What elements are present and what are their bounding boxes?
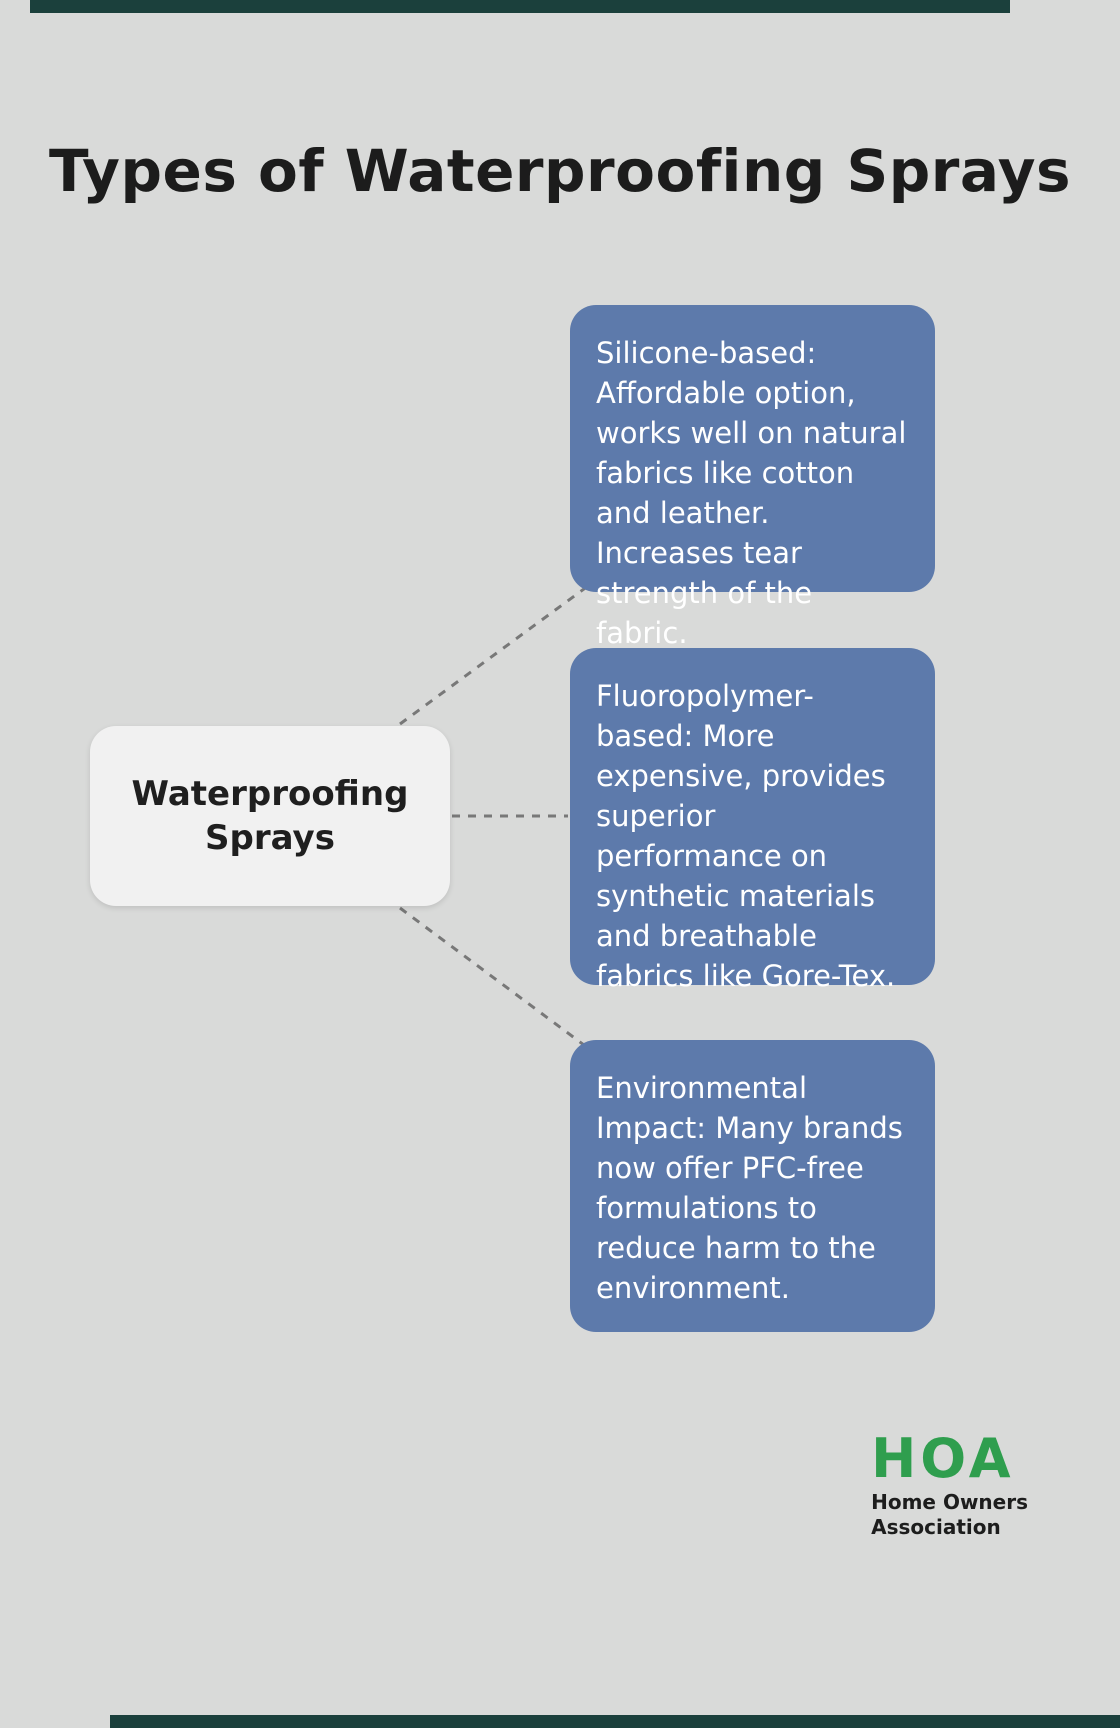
node-fluoropolymer-based-text: Fluoropolymer-based: More expensive, pro… <box>596 679 896 994</box>
hoa-logo: HOA Home Owners Association <box>871 1432 1028 1540</box>
connector-line-environmental <box>399 906 589 1050</box>
hoa-logo-acronym: HOA <box>871 1427 1015 1490</box>
top-accent-bar <box>30 0 1010 13</box>
bottom-accent-bar <box>110 1715 1120 1728</box>
hoa-logo-line1: Home Owners <box>871 1490 1028 1514</box>
node-silicone-based: Silicone-based: Affordable option, works… <box>570 305 935 650</box>
node-environmental-impact-text: Environmental Impact: Many brands now of… <box>596 1071 903 1306</box>
page-title: Types of Waterproofing Sprays <box>48 136 1072 205</box>
center-node-label: Waterproofing Sprays <box>131 773 409 858</box>
hoa-logo-line2: Association <box>871 1515 1001 1539</box>
node-environmental-impact: Environmental Impact: Many brands now of… <box>570 1040 935 1332</box>
center-node-waterproofing-sprays: Waterproofing Sprays <box>90 726 450 906</box>
node-fluoropolymer-based: Fluoropolymer-based: More expensive, pro… <box>570 648 935 993</box>
connector-line-silicone <box>399 584 589 726</box>
node-silicone-based-text: Silicone-based: Affordable option, works… <box>596 336 907 651</box>
